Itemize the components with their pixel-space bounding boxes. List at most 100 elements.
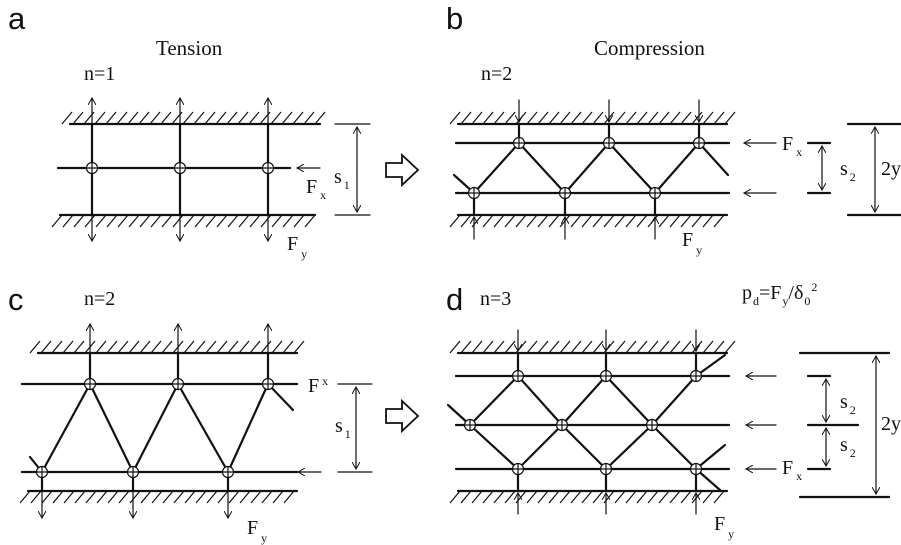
wall-hatch xyxy=(228,490,240,504)
wall-hatch xyxy=(636,214,648,228)
wall-hatch xyxy=(669,111,681,125)
wall-hatch xyxy=(85,490,97,504)
wall-hatch xyxy=(227,214,239,228)
wall-hatch xyxy=(570,340,582,354)
lattice-bond xyxy=(653,141,701,195)
lattice-bond xyxy=(694,443,727,471)
wall-hatch xyxy=(482,490,494,504)
wall-hatch xyxy=(691,340,703,354)
wall-hatch xyxy=(713,490,725,504)
wall-hatch xyxy=(669,490,681,504)
lattice-bond xyxy=(468,374,520,427)
wall-hatch xyxy=(713,214,725,228)
wall-hatch xyxy=(548,111,560,125)
wall-hatch xyxy=(217,490,229,504)
wall-hatch xyxy=(95,214,107,228)
wall-hatch xyxy=(614,214,626,228)
wall-hatch xyxy=(614,340,626,354)
wall-hatch xyxy=(471,340,483,354)
wall-hatch xyxy=(625,490,637,504)
lattice-bond xyxy=(563,141,611,195)
lattice-bond xyxy=(88,382,135,474)
wall-hatch xyxy=(105,111,117,125)
wall-hatch xyxy=(260,214,272,228)
lattice-bond xyxy=(607,141,657,195)
wall-hatch xyxy=(51,340,63,354)
wall-hatch xyxy=(493,214,505,228)
wall-hatch xyxy=(62,340,74,354)
wall-hatch xyxy=(680,214,692,228)
wall-hatch xyxy=(702,111,714,125)
lattice-bond xyxy=(604,374,654,427)
wall-hatch xyxy=(724,111,736,125)
lattice-bond xyxy=(516,423,564,471)
wall-hatch xyxy=(272,490,284,504)
panel-letter-b: b xyxy=(446,1,463,36)
wall-hatch xyxy=(724,340,736,354)
wall-hatch xyxy=(636,340,648,354)
wall-hatch xyxy=(691,111,703,125)
wall-hatch xyxy=(204,111,216,125)
wall-hatch xyxy=(614,490,626,504)
wall-hatch xyxy=(658,340,670,354)
lattice-bond xyxy=(468,423,520,471)
wall-hatch xyxy=(226,111,238,125)
wall-hatch xyxy=(636,490,648,504)
wall-hatch xyxy=(73,340,85,354)
wall-hatch xyxy=(471,490,483,504)
pressure-formula: pd=Fy/δ02 xyxy=(742,280,817,308)
lattice-bond xyxy=(226,382,270,474)
wall-hatch xyxy=(559,490,571,504)
wall-hatch xyxy=(303,111,315,125)
panel-a-n: n=1 xyxy=(84,63,115,85)
wall-hatch xyxy=(314,111,326,125)
wall-hatch xyxy=(282,214,294,228)
wall-hatch xyxy=(29,340,41,354)
wall-hatch xyxy=(260,340,272,354)
wall-hatch xyxy=(227,340,239,354)
wall-hatch xyxy=(592,111,604,125)
wall-hatch xyxy=(702,214,714,228)
wall-hatch xyxy=(680,490,692,504)
transition-arrow-bottom xyxy=(385,398,420,434)
wall-hatch xyxy=(293,214,305,228)
panel-a-title: Tension xyxy=(156,36,223,60)
lattice-bond xyxy=(517,141,567,195)
wall-hatch xyxy=(73,214,85,228)
wall-hatch xyxy=(182,111,194,125)
wall-hatch xyxy=(592,214,604,228)
wall-hatch xyxy=(603,214,615,228)
wall-hatch xyxy=(304,214,316,228)
wall-hatch xyxy=(248,111,260,125)
wall-hatch xyxy=(161,214,173,228)
wall-hatch xyxy=(449,340,461,354)
wall-hatch xyxy=(482,214,494,228)
wall-hatch xyxy=(271,214,283,228)
wall-hatch xyxy=(548,340,560,354)
wall-hatch xyxy=(149,111,161,125)
wall-hatch xyxy=(173,490,185,504)
lattice-bond xyxy=(560,374,608,427)
wall-hatch xyxy=(614,111,626,125)
wall-hatch xyxy=(128,214,140,228)
wall-hatch xyxy=(713,111,725,125)
wall-hatch xyxy=(107,490,119,504)
wall-hatch xyxy=(482,340,494,354)
wall-hatch xyxy=(581,340,593,354)
wall-hatch xyxy=(138,111,150,125)
wall-hatch xyxy=(647,490,659,504)
wall-hatch xyxy=(702,490,714,504)
wall-hatch xyxy=(215,111,227,125)
wall-hatch xyxy=(117,214,129,228)
wall-hatch xyxy=(669,214,681,228)
wall-hatch xyxy=(691,214,703,228)
wall-hatch xyxy=(658,490,670,504)
wall-hatch xyxy=(691,490,703,504)
wall-hatch xyxy=(239,490,251,504)
